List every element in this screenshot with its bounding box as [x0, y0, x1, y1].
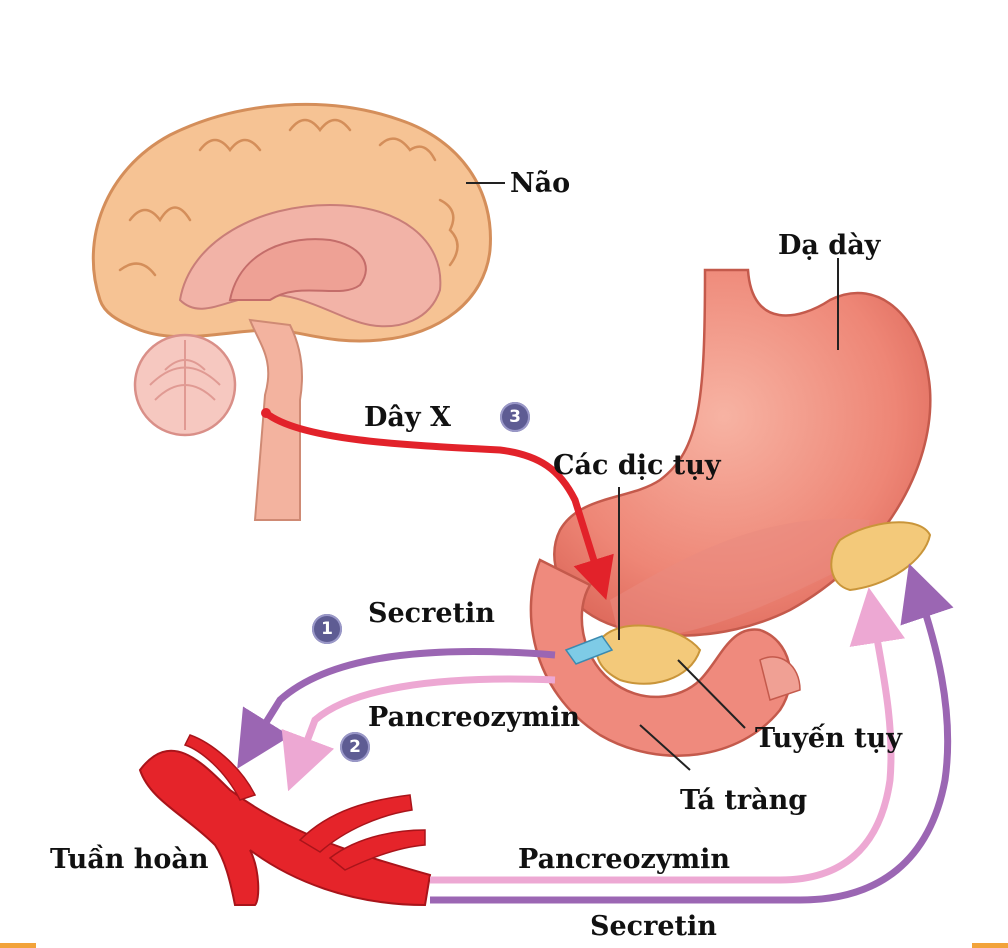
- label-circulation: Tuần hoàn: [50, 844, 209, 875]
- label-pancreas: Tuyến tụy: [755, 723, 902, 754]
- label-vagus-nerve: Dây X: [364, 402, 451, 433]
- label-duodenum: Tá tràng: [680, 785, 808, 816]
- secretin-arrow-to-blood: [237, 647, 556, 769]
- badge-step-1: 1: [312, 614, 342, 644]
- label-secretin-bottom: Secretin: [590, 911, 717, 942]
- edge-decoration-right: [972, 943, 1008, 948]
- vagus-nerve-arrow: [261, 408, 614, 601]
- label-pancreozymin-bottom: Pancreozymin: [518, 844, 731, 875]
- leader-lines: [466, 182, 839, 771]
- leader-line-pancreas: [677, 659, 746, 729]
- brain-illustration: [91, 102, 492, 521]
- label-brain: Não: [510, 168, 571, 199]
- badge-step-2: 2: [340, 732, 370, 762]
- badge-step-3: 3: [500, 402, 530, 432]
- label-pancreatic-juice: Các dịc tụy: [553, 450, 721, 481]
- leader-line-duodenum: [639, 724, 691, 771]
- edge-decoration-left: [0, 943, 36, 948]
- secretin-arrow-to-pancreas: [430, 563, 954, 904]
- label-secretin-top: Secretin: [368, 598, 495, 629]
- stomach-illustration: [529, 268, 932, 757]
- blood-vessel-illustration: [138, 734, 432, 907]
- label-pancreozymin-top: Pancreozymin: [368, 702, 581, 733]
- pancreas-illustration: [564, 521, 932, 685]
- pancreozymin-arrow-to-blood: [281, 675, 556, 792]
- label-stomach: Dạ dày: [778, 230, 881, 261]
- pancreozymin-arrow-to-pancreas: [430, 587, 905, 884]
